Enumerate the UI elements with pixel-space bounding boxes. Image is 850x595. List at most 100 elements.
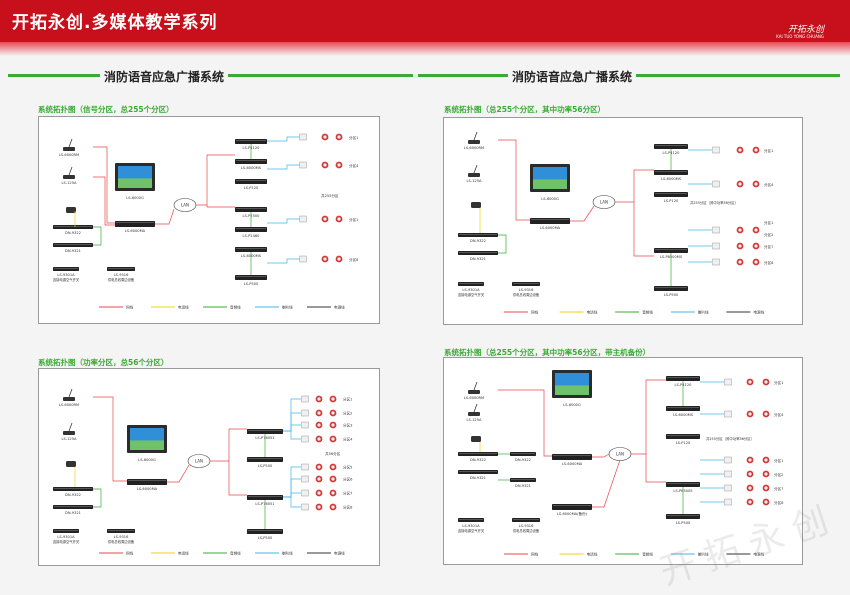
panel3-spk-7-1-cone	[317, 505, 321, 509]
panel1-host-label: LS-6000MA	[125, 229, 146, 233]
panel3-lan-label: LAN	[195, 458, 203, 463]
panel1-spk-c-2-cone	[337, 217, 341, 221]
panel3-legend-label-2: 音频线	[230, 550, 241, 555]
panel1-mic	[63, 147, 75, 151]
panel1-wire-mic	[93, 146, 115, 224]
panel3-zone-0: 分区1	[343, 397, 352, 402]
panel1-fire-label: 供电总线周边设备	[108, 277, 135, 282]
panel1-amp-2-label: LS-P120	[244, 186, 259, 190]
panel3-spk-6-2-cone	[331, 491, 335, 495]
panel3-mic2-stem	[68, 422, 73, 432]
panel2-fire-label: 供电总线周边设备	[513, 292, 540, 297]
panel3-legend-label-1: 电话线	[178, 550, 189, 555]
panel1-legend-label-0: 网线	[126, 304, 134, 309]
panel4-bottom2-trim	[513, 519, 539, 520]
panel3-wire-mic	[93, 396, 127, 482]
panel4-amp-4	[666, 514, 700, 519]
panel3-mic2-label: LS-125A	[62, 437, 77, 441]
panel4-dn2b-trim	[511, 479, 535, 480]
panel2-zone-2: 共255分区（其中功率56分区）	[690, 200, 738, 205]
panel4-ceiling-e	[724, 484, 732, 492]
panel1-zone-2: 共255分区	[321, 193, 339, 198]
panel3-spk-0-1-cone	[317, 397, 321, 401]
panel3-amp-2	[247, 495, 283, 500]
panel3-phone	[66, 461, 76, 467]
panel4-amp-4-label: LS-P500	[676, 521, 691, 525]
panel4-rack-label: LS-6000G	[563, 403, 581, 407]
panel1-lan-label: LAN	[181, 202, 189, 207]
panel3-ceiling-7	[301, 503, 309, 511]
panel3-spk-3-1-cone	[317, 437, 321, 441]
panel1-zone-0: 分区1	[349, 135, 358, 140]
panel4-lan-label: LAN	[616, 451, 624, 456]
panel2-amp-2-label: LS-P120	[664, 199, 679, 203]
panel4-amp-1-trim	[667, 407, 699, 408]
panel3-dn2-trim	[54, 506, 92, 507]
brand-logo-subtext: KAI TUO YONG CHUANG	[776, 34, 824, 39]
panel4-amp-3-trim	[667, 483, 699, 484]
panel1-zone-3: 分区1	[349, 217, 358, 222]
panel4-host-trim	[553, 455, 591, 456]
panel2-amp-0	[654, 144, 688, 149]
panel4-spk-e-2-cone	[764, 486, 768, 490]
panel1-amp-6	[235, 275, 267, 280]
panel3-zone-8: 分区8	[343, 505, 353, 510]
panel2-amp-3-label: LS-P8500MS	[660, 255, 683, 259]
panel2-amp-0-label: LS-P4120	[663, 151, 681, 155]
panel-subtitle-1: 系统拓扑图（信号分区，总255个分区）	[38, 105, 174, 114]
panel4-rack-monitor-screen-ground	[555, 385, 589, 395]
panel1-amp-1-label: LS-6000MS	[241, 166, 262, 170]
panel1-legend-label-2: 音频线	[230, 304, 241, 309]
panel1-amp-3	[235, 207, 267, 212]
panel2-dn1-label: DN-9322	[470, 239, 486, 243]
panel4-amp-2-label: LS-P120	[676, 441, 691, 445]
panel2-spk-a-2-cone	[754, 148, 758, 152]
panel2-dn1-trim	[459, 234, 497, 235]
panel3-spk-5-1-cone	[317, 477, 321, 481]
panel4-legend-label-3: 喇叭线	[698, 551, 709, 556]
panel3-ceiling-5	[301, 475, 309, 483]
panel3-host-label: LS-6000MA	[137, 487, 158, 491]
panel4-mic	[468, 390, 480, 394]
panel3-spk-5-2-cone	[331, 477, 335, 481]
panel3-zone-2: 分区3	[343, 423, 352, 428]
panel2-wire-dn	[498, 234, 507, 254]
panel3-amp-3-trim	[248, 530, 282, 531]
panel2-wire-mic	[498, 139, 530, 221]
panel2-ceiling-d	[712, 242, 720, 250]
header-swoosh	[0, 42, 850, 56]
panel3-bottom1-label: LS-9301A	[57, 535, 75, 539]
panel2-zone-3: 分区1	[764, 220, 773, 225]
panel1-ceiling-c	[299, 215, 307, 223]
panel2-amp-3	[654, 248, 688, 253]
panel2-host-trim	[531, 219, 569, 220]
section-title-left: 消防语音应急广播系统	[100, 68, 229, 85]
panel4-spk-a-1-cone	[748, 380, 752, 384]
panel3-spk-1-1-cone	[317, 411, 321, 415]
panel4-amp-2-trim	[667, 435, 699, 436]
panel4-ceiling-d	[724, 470, 732, 478]
panel4-host-label: LS-6000MA	[562, 462, 583, 466]
panel4-spk-b-1-cone	[748, 412, 752, 416]
panel4-amp-1-label: LS-6000MS	[673, 413, 694, 417]
panel2-amp-2	[654, 192, 688, 197]
panel3-wire-dn	[93, 488, 102, 508]
panel2-host	[530, 218, 570, 224]
panel3-amp-2-trim	[248, 496, 282, 497]
panel2-spk-b-2-cone	[754, 182, 758, 186]
panel1-bottom2-trim	[108, 268, 134, 269]
panel1-amp-6-label: LS-P500	[244, 282, 259, 286]
panel3-wire-spk-2	[283, 424, 301, 432]
panel2-zone-5: 分区7	[764, 244, 773, 249]
panel3-rack-label: LS-6000G	[138, 458, 156, 462]
panel4-zone-5: 分区7	[774, 486, 783, 491]
panel3-ceiling-2	[301, 421, 309, 429]
panel-subtitle-2: 系统拓扑图（总255个分区，其中功率56分区）	[444, 105, 606, 114]
panel2-spk-d-2-cone	[754, 244, 758, 248]
panel2-rack-monitor-screen-ground	[533, 179, 567, 189]
panel4-spk-d-2-cone	[764, 472, 768, 476]
panel3-fire-label: 供电总线周边设备	[108, 539, 135, 544]
panel1-amp-2	[235, 179, 267, 184]
panel1-amp-3-trim	[236, 208, 266, 209]
panel3-legend-label-0: 网线	[126, 550, 134, 555]
